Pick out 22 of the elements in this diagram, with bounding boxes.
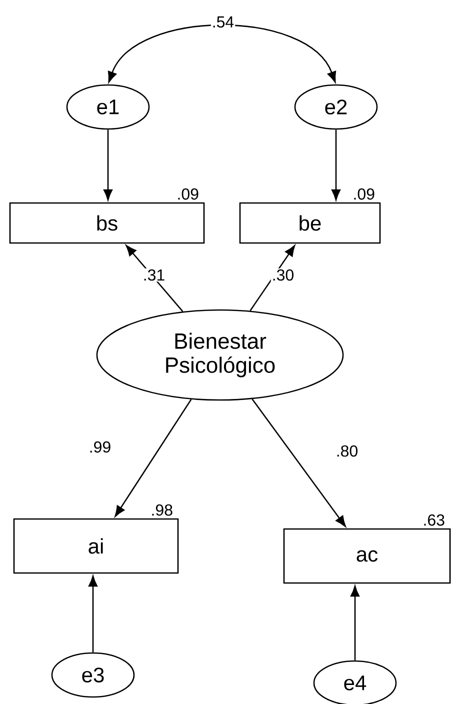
loading-arrow — [126, 244, 184, 312]
error-arrow — [88, 576, 98, 652]
loading-arrow — [250, 245, 296, 312]
r-squared-label: .63 — [424, 514, 444, 526]
error-arrow — [332, 130, 340, 200]
loading-arrow — [252, 398, 346, 527]
covariance-arrow — [108, 24, 336, 83]
edge-label: .31 — [142, 268, 166, 282]
edge-label: .80 — [334, 444, 360, 458]
r-squared-label: .09 — [354, 188, 374, 200]
error-arrow — [104, 130, 112, 200]
variable-box: ai — [13, 518, 179, 574]
r-squared-label: .98 — [152, 504, 172, 516]
variable-box: bs — [9, 202, 205, 244]
edge-label: .30 — [270, 268, 296, 282]
edge-label: .54 — [210, 15, 236, 29]
loading-arrow — [114, 399, 192, 517]
edge-label: .99 — [88, 440, 112, 454]
variable-box: ac — [283, 528, 451, 584]
r-squared-label: .09 — [178, 188, 198, 200]
error-arrow — [350, 586, 360, 660]
variable-box: be — [239, 202, 381, 244]
